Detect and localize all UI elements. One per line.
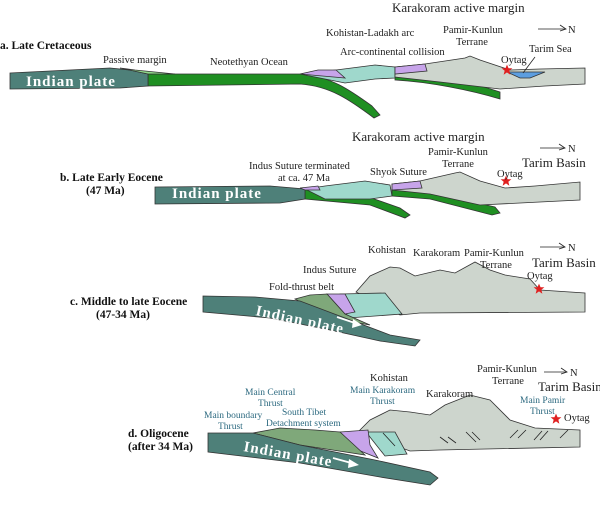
panel-b-title-2: (47 Ma) bbox=[86, 185, 125, 197]
indian-plate-d bbox=[207, 432, 439, 486]
indus-suture-note-2: at ca. 47 Ma bbox=[278, 173, 330, 184]
terrane-label-1: Pamir-Kunlun bbox=[443, 25, 504, 36]
panel-b-plate-label: Indian plate bbox=[172, 186, 262, 202]
pamir-kunlun-terrane bbox=[394, 55, 586, 90]
terrane-c bbox=[355, 261, 586, 316]
tarim-basin-label-b: Tarim Basin bbox=[522, 155, 586, 170]
indus-suture-note-1: Indus Suture terminated bbox=[249, 161, 351, 172]
svg-text:N: N bbox=[568, 25, 576, 36]
mct-label-2: Thrust bbox=[258, 399, 283, 409]
tarim-basin-label-d: Tarim Basin bbox=[538, 379, 600, 394]
arc-continental-collision-label: Arc-continental collision bbox=[340, 47, 445, 58]
tarim-sea-leader bbox=[522, 56, 536, 74]
terrane-label-2: Terrane bbox=[456, 37, 488, 48]
arc-b bbox=[303, 180, 393, 200]
panel-d-title-1: d. Oligocene bbox=[128, 428, 189, 440]
north-arrow-icon-b: N bbox=[540, 143, 576, 155]
panel-b-header: Karakoram active margin bbox=[352, 129, 485, 144]
karakoram-label-d: Karakoram bbox=[426, 389, 473, 400]
neotethyan-ocean-label: Neotethyan Ocean bbox=[210, 57, 289, 68]
shyok-suture-label: Shyok Suture bbox=[370, 167, 427, 178]
stds-label-1: South Tibet bbox=[282, 408, 326, 418]
terrane-d bbox=[357, 394, 581, 452]
suture-b bbox=[299, 185, 321, 191]
indian-plate-b bbox=[154, 185, 306, 205]
mkt-label-1: Main Karakoram bbox=[350, 386, 416, 396]
terrane-c-label-2: Terrane bbox=[480, 260, 512, 271]
terrane-d-label-2: Terrane bbox=[492, 376, 524, 387]
indian-plate bbox=[9, 67, 149, 90]
mbt-label-2: Thrust bbox=[218, 422, 243, 432]
north-arrow-icon-c: N bbox=[540, 242, 576, 254]
karakoram-label-c: Karakoram bbox=[413, 248, 460, 259]
panel-b: b. Late Early Eocene (47 Ma) Karakoram a… bbox=[60, 129, 586, 219]
plate-motion-arrowhead-c bbox=[352, 319, 362, 328]
passive-margin-label: Passive margin bbox=[103, 55, 167, 66]
indian-plate-c bbox=[202, 295, 421, 347]
kohistan-block-d bbox=[365, 431, 408, 457]
panel-a-title: a. Late Cretaceous bbox=[0, 40, 92, 52]
svg-text:N: N bbox=[568, 144, 576, 155]
tarim-basin-label-c: Tarim Basin bbox=[532, 255, 596, 270]
mct-label-1: Main Central bbox=[245, 388, 296, 398]
thrust-fault-marks bbox=[382, 429, 569, 447]
oytag-label-d: Oytag bbox=[564, 413, 590, 424]
mbt-label-1: Main boundary bbox=[204, 411, 263, 421]
stds-label-2: Detachment system bbox=[266, 419, 341, 429]
svg-text:N: N bbox=[568, 243, 576, 254]
terrane-b-label-2: Terrane bbox=[442, 159, 474, 170]
tarim-sea-label: Tarim Sea bbox=[529, 44, 572, 55]
kohistan-ladakh-arc-label: Kohistan-Ladakh arc bbox=[326, 28, 415, 39]
mpt-label-1: Main Pamir bbox=[520, 396, 566, 406]
terrane-d-label-1: Pamir-Kunlun bbox=[477, 364, 538, 375]
panel-b-title-1: b. Late Early Eocene bbox=[60, 172, 163, 184]
north-arrow-icon-d: N bbox=[544, 367, 578, 379]
terrane-c-label-1: Pamir-Kunlun bbox=[464, 248, 525, 259]
kohistan-label-d: Kohistan bbox=[370, 373, 409, 384]
panel-d-title-2: (after 34 Ma) bbox=[128, 441, 193, 453]
passive-margin bbox=[119, 67, 176, 75]
terrane-b bbox=[391, 171, 581, 206]
terrane-suture-wedge bbox=[394, 63, 428, 75]
panel-c-title-2: (47-34 Ma) bbox=[96, 309, 150, 321]
terrane-b-label-1: Pamir-Kunlun bbox=[428, 147, 489, 158]
svg-text:N: N bbox=[570, 368, 578, 379]
panel-a-plate-label: Indian plate bbox=[26, 74, 116, 90]
plate-motion-arrowhead-d bbox=[348, 459, 359, 468]
mpt-label-2: Thrust bbox=[530, 407, 555, 417]
oytag-label-b: Oytag bbox=[497, 169, 523, 180]
panel-a-header: Karakoram active margin bbox=[392, 0, 525, 15]
shyok-suture-wedge bbox=[391, 180, 423, 191]
panel-a: a. Late Cretaceous Karakoram active marg… bbox=[0, 0, 586, 119]
indus-suture-label-c: Indus Suture bbox=[303, 265, 357, 276]
panel-d: d. Oligocene (after 34 Ma) Indian plate … bbox=[128, 364, 600, 486]
panel-c: c. Middle to late Eocene (47-34 Ma) Indi… bbox=[70, 242, 596, 347]
tarim-sea bbox=[506, 71, 546, 79]
oytag-label: Oytag bbox=[501, 55, 527, 66]
oytag-label-c: Oytag bbox=[527, 271, 553, 282]
mkt-label-2: Thrust bbox=[370, 397, 395, 407]
kohistan-label-c: Kohistan bbox=[368, 245, 407, 256]
panel-c-title-1: c. Middle to late Eocene bbox=[70, 296, 187, 308]
north-arrow-icon: N bbox=[538, 24, 576, 36]
fold-thrust-belt-label: Fold-thrust belt bbox=[269, 282, 334, 293]
arc-suture-wedge bbox=[299, 69, 347, 79]
